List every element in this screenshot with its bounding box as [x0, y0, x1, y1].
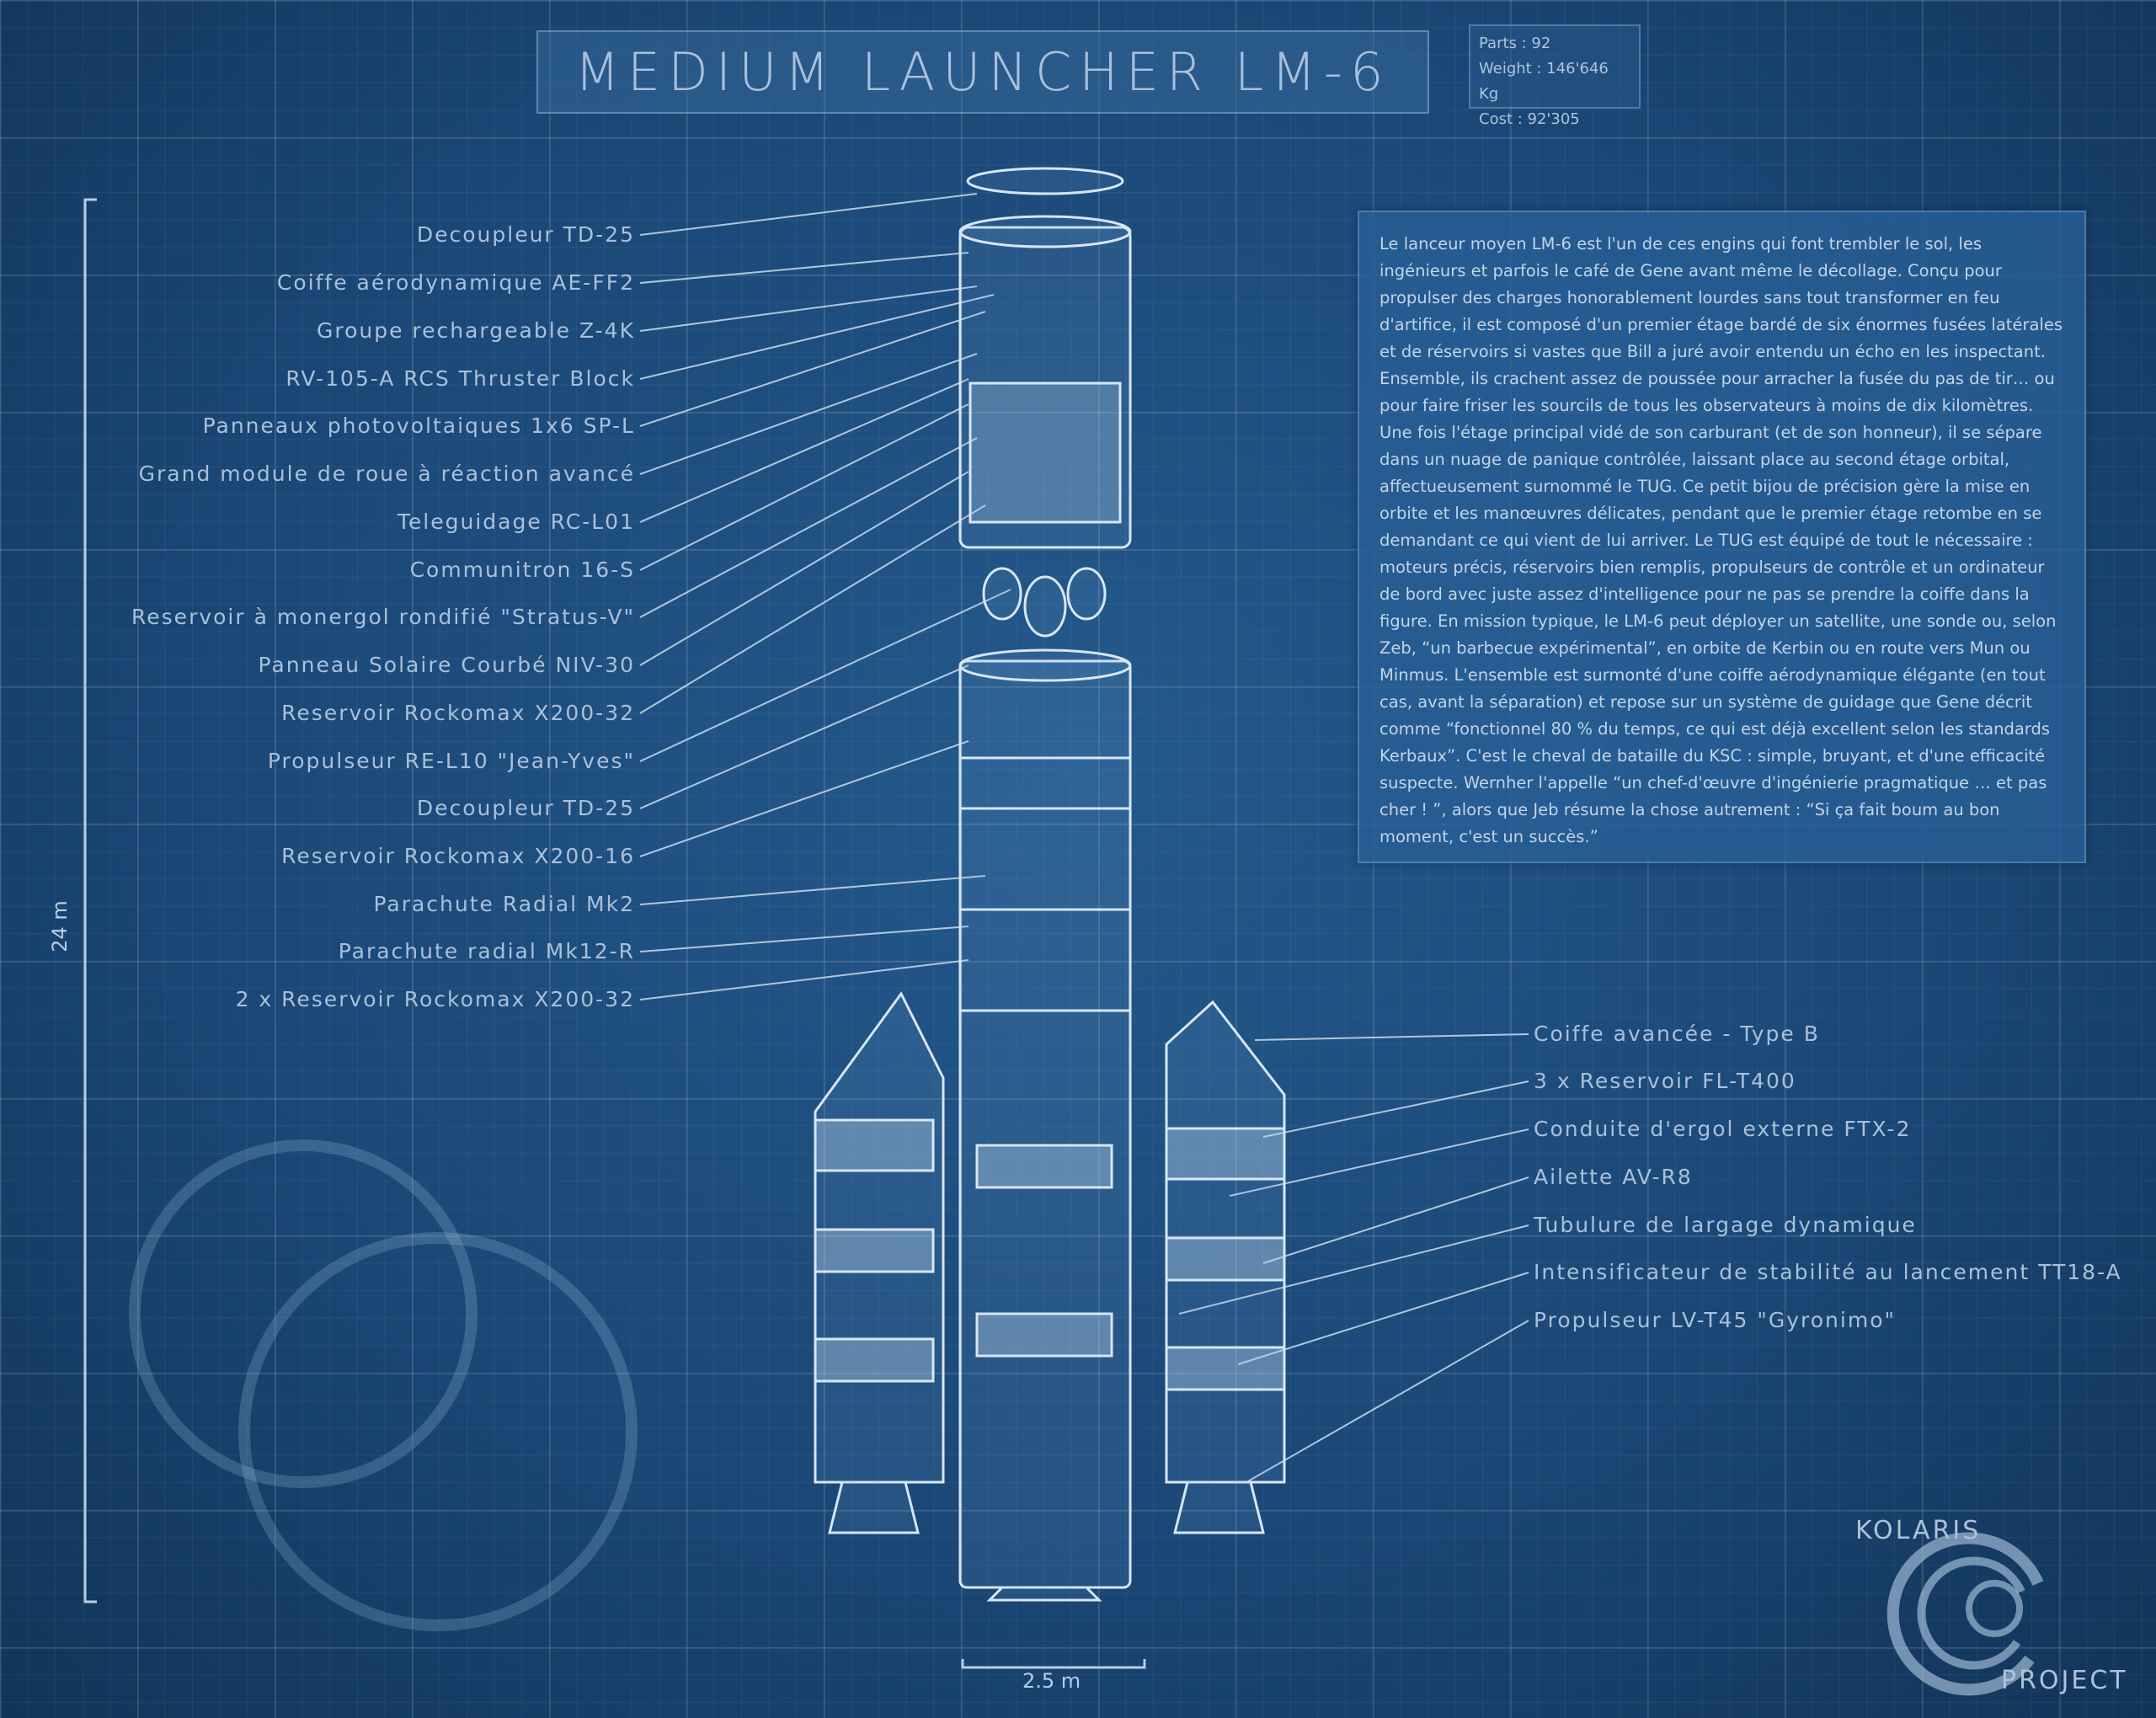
part-label: Teleguidage RC-L01 [397, 510, 635, 534]
part-label: Communitron 16-S [409, 558, 635, 582]
part-label: Decoupleur TD-25 [416, 796, 635, 820]
page-title: MEDIUM LAUNCHER LM-6 [574, 41, 1391, 103]
part-label: Grand module de roue à réaction avancé [138, 462, 635, 486]
part-label: Reservoir Rockomax X200-32 [281, 701, 635, 725]
part-label: Reservoir à monergol rondifié "Stratus-V… [131, 605, 635, 629]
part-label: Groupe rechargeable Z-4K [316, 318, 635, 343]
part-label: Parachute radial Mk12-R [338, 939, 635, 963]
kolaris-logo-icon [1886, 1532, 2044, 1696]
part-label: Reservoir Rockomax X200-16 [281, 844, 635, 868]
part-label: Propulseur LV-T45 "Gyronimo" [1534, 1308, 1896, 1332]
part-label: Tubulure de largage dynamique [1534, 1213, 1917, 1237]
logo-text-bottom: PROJECT [2001, 1666, 2128, 1695]
logo-text-top: KOLARIS [1855, 1516, 1982, 1545]
part-label: Panneaux photovoltaiques 1x6 SP-L [202, 413, 635, 438]
part-label: Propulseur RE-L10 "Jean-Yves" [267, 749, 635, 773]
width-scale-label: 2.5 m [1022, 1669, 1081, 1693]
part-label: Panneau Solaire Courbé NIV-30 [258, 653, 635, 677]
title-box: MEDIUM LAUNCHER LM-6 [536, 30, 1429, 114]
stats-box: Parts : 92 Weight : 146'646 Kg Cost : 92… [1469, 24, 1641, 128]
part-label: Parachute Radial Mk2 [373, 892, 635, 916]
rocket-drawing [814, 167, 1286, 1602]
leader-lines [639, 193, 1529, 1483]
part-label: 3 x Reservoir FL-T400 [1534, 1069, 1796, 1093]
part-label: Ailette AV-R8 [1534, 1165, 1693, 1189]
description-panel: Le lanceur moyen LM-6 est l'un de ces en… [1358, 211, 2086, 863]
part-label: Coiffe avancée - Type B [1534, 1022, 1820, 1046]
part-label: Coiffe aérodynamique AE-FF2 [276, 270, 635, 295]
part-label: 2 x Reservoir Rockomax X200-32 [235, 987, 635, 1011]
part-label: Intensificateur de stabilité au lancemen… [1534, 1260, 2122, 1284]
height-scale-label: 24 m [47, 900, 72, 952]
cost: Cost : 92'305 [1479, 110, 1580, 128]
part-label: Conduite d'ergol externe FTX-2 [1534, 1117, 1912, 1141]
scale-bars [83, 198, 1146, 1669]
coffee-stain [129, 1139, 638, 1631]
part-label: RV-105-A RCS Thruster Block [286, 366, 635, 391]
part-label: Decoupleur TD-25 [416, 222, 635, 247]
parts-count: Parts : 92 [1479, 35, 1551, 52]
weight: Weight : 146'646 Kg [1479, 60, 1609, 103]
